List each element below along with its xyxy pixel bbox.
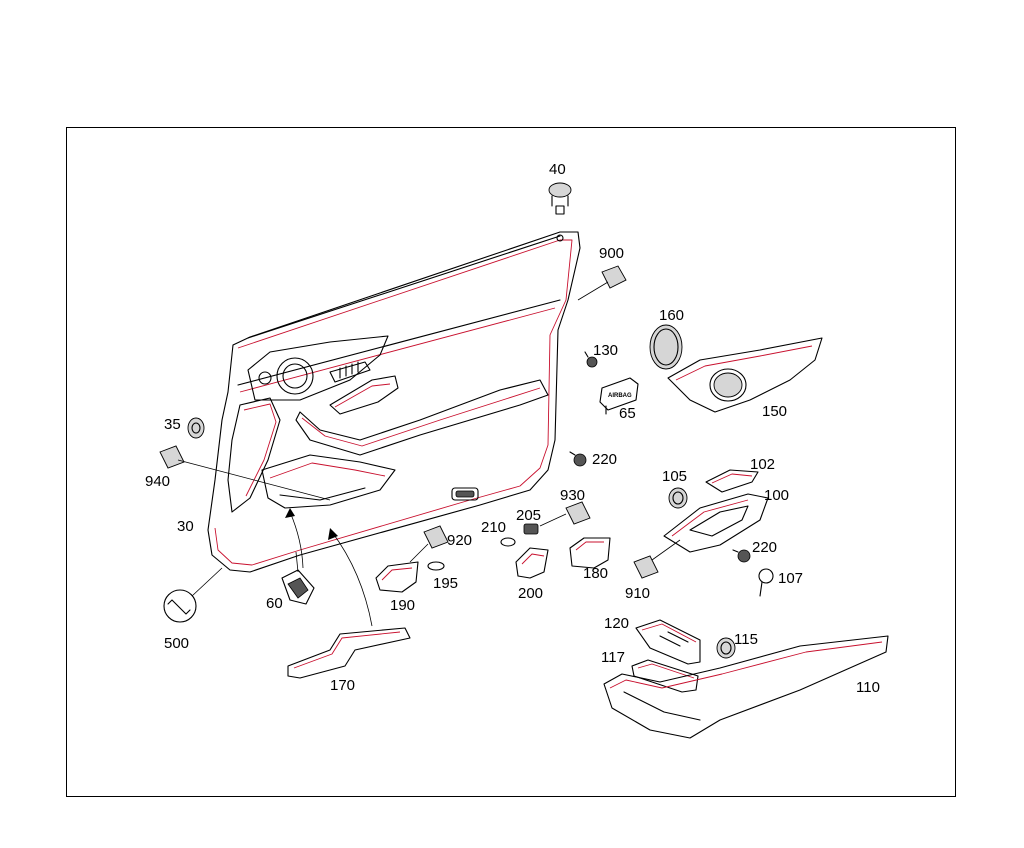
label-920: 920	[447, 532, 472, 549]
part-110-armrest[interactable]	[603, 635, 889, 739]
part-900-foam-pad[interactable]	[577, 265, 627, 301]
label-200: 200	[518, 585, 543, 602]
label-100: 100	[764, 487, 789, 504]
part-65-airbag-badge[interactable]: AIRBAG	[599, 377, 639, 415]
part-150-trim-panel[interactable]	[667, 337, 823, 413]
part-102-bracket[interactable]	[705, 469, 759, 493]
part-190-lamp-housing[interactable]	[375, 561, 419, 593]
label-107: 107	[778, 570, 803, 587]
part-130-screw[interactable]	[584, 351, 598, 368]
airbag-badge-text: AIRBAG	[608, 393, 632, 399]
part-160-speaker-cover[interactable]	[649, 324, 683, 370]
part-105-grommet[interactable]	[668, 487, 688, 509]
part-number-labels: 40 900 160 130 150 65 35 940 220 105 102…	[145, 161, 880, 696]
label-190: 190	[390, 597, 415, 614]
part-35-grommet[interactable]	[187, 417, 205, 439]
part-940-foam-pad[interactable]	[159, 445, 331, 501]
part-30-door-panel[interactable]	[207, 231, 581, 573]
part-910-foam-pad[interactable]	[633, 539, 681, 579]
part-200-lamp-lens[interactable]	[515, 547, 549, 579]
label-195: 195	[433, 575, 458, 592]
label-900: 900	[599, 245, 624, 262]
part-500-tool-symbol[interactable]	[163, 567, 223, 623]
label-110: 110	[856, 679, 880, 696]
part-120-switch-panel[interactable]	[635, 619, 701, 665]
part-170-trim-strip[interactable]	[287, 627, 411, 679]
label-910: 910	[625, 585, 650, 602]
part-220-screw-lower[interactable]	[732, 549, 751, 563]
part-210-bulb[interactable]	[500, 537, 516, 547]
assembly-arrows	[285, 508, 373, 627]
part-100-handle-frame[interactable]	[663, 493, 769, 553]
part-115-grommet[interactable]	[716, 637, 736, 659]
label-930: 930	[560, 487, 585, 504]
part-930-foam-pad[interactable]	[539, 501, 591, 527]
label-180: 180	[583, 565, 608, 582]
label-105: 105	[662, 468, 687, 485]
label-30: 30	[177, 518, 194, 535]
part-205-connector[interactable]	[523, 523, 539, 535]
label-210: 210	[481, 519, 506, 536]
diagram-frame	[66, 127, 956, 797]
label-65: 65	[619, 405, 636, 422]
part-60-switch[interactable]	[281, 551, 315, 605]
label-115: 115	[734, 631, 758, 648]
label-40: 40	[549, 161, 566, 178]
part-180-lamp-housing[interactable]	[569, 537, 611, 569]
label-220-lower: 220	[752, 539, 777, 556]
label-170: 170	[330, 677, 355, 694]
label-160: 160	[659, 307, 684, 324]
label-130: 130	[593, 342, 618, 359]
part-220-screw-upper[interactable]	[569, 451, 587, 467]
label-500: 500	[164, 635, 189, 652]
label-35: 35	[164, 416, 181, 433]
part-40-clip[interactable]	[548, 182, 572, 215]
label-205: 205	[516, 507, 541, 524]
part-920-foam-pad[interactable]	[409, 525, 449, 563]
label-120: 120	[604, 615, 629, 632]
label-60: 60	[266, 595, 283, 612]
label-940: 940	[145, 473, 170, 490]
label-220-upper: 220	[592, 451, 617, 468]
label-150: 150	[762, 403, 787, 420]
label-102: 102	[750, 456, 775, 473]
label-117: 117	[601, 649, 625, 666]
part-195-bulb[interactable]	[427, 561, 445, 571]
part-107-pin[interactable]	[758, 568, 774, 597]
